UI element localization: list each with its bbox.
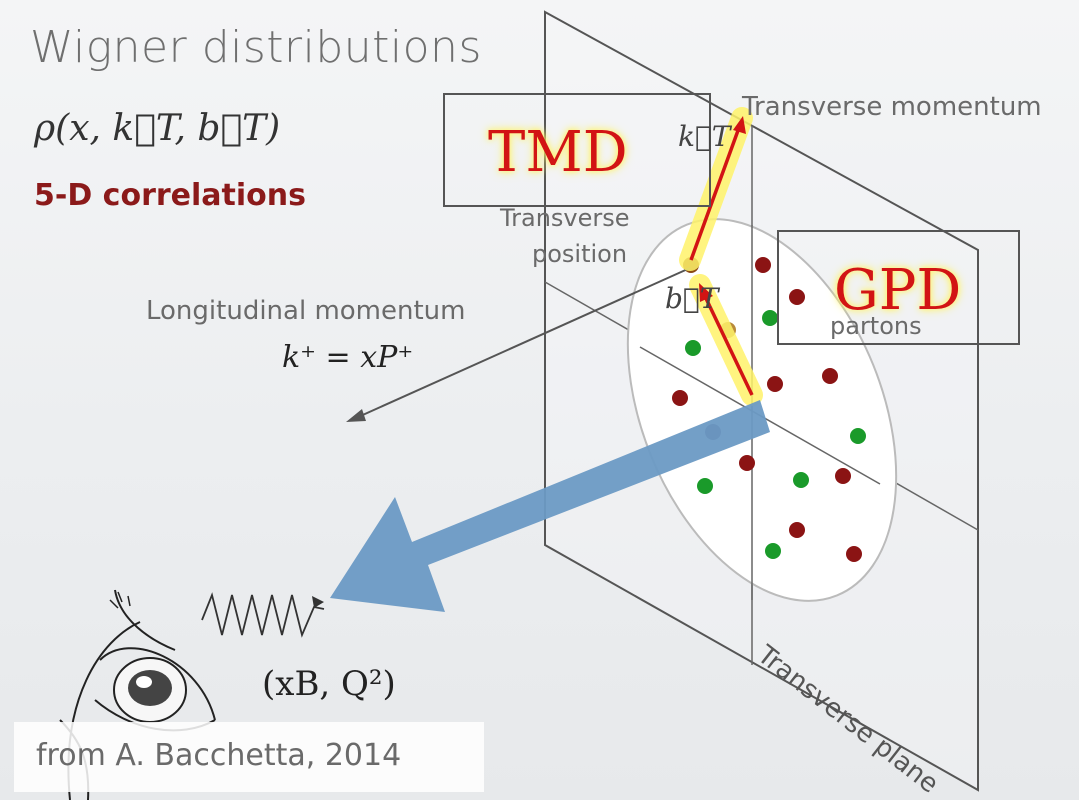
parton-green (793, 472, 809, 488)
correlations-label: 5-D correlations (34, 178, 306, 213)
credit-label: from A. Bacchetta, 2014 (36, 738, 402, 773)
longitudinal-arrow-line (355, 267, 691, 419)
parton-green (685, 340, 701, 356)
parton-green (697, 478, 713, 494)
parton-red (789, 289, 805, 305)
partons-label: partons (830, 312, 922, 340)
bT-label: b⃗T (665, 282, 719, 315)
transverse-position-label-line1: Transverse (500, 204, 630, 232)
parton-red (672, 390, 688, 406)
tmd-box (443, 93, 711, 207)
transverse-momentum-label: Transverse momentum (742, 92, 1042, 122)
probe-arrow (330, 400, 770, 612)
parton-green (850, 428, 866, 444)
longitudinal-momentum-label: Longitudinal momentum (146, 296, 466, 326)
photon-wave (201, 592, 325, 638)
gpd-box (777, 230, 1020, 345)
wigner-formula: ρ(x, k⃗T, b⃗T) (34, 108, 281, 149)
bT-vector (700, 289, 754, 396)
credit-background (14, 722, 484, 792)
bT-vector-head (699, 283, 713, 302)
kT-vector (689, 124, 742, 261)
longitudinal-arrow-head (346, 409, 366, 422)
gpd-label: GPD (834, 258, 962, 323)
parton-red (789, 522, 805, 538)
tmd-label: TMD (488, 120, 628, 185)
kplus-formula: k⁺ = xP⁺ (282, 340, 414, 375)
kT-label: k⃗T (678, 120, 731, 153)
parton-green (762, 310, 778, 326)
parton-red (739, 455, 755, 471)
parton-green (765, 543, 781, 559)
photon-arrow-head (312, 596, 324, 608)
transverse-position-label-line2: position (532, 240, 628, 268)
diagram-title: Wigner distributions (30, 22, 482, 73)
kT-vector-head (733, 116, 746, 134)
kinematics-label: (xB, Q²) (262, 664, 396, 704)
parton-red (822, 368, 838, 384)
parton-red (767, 376, 783, 392)
parton-red (846, 546, 862, 562)
parton-red (755, 257, 771, 273)
parton-red (835, 468, 851, 484)
